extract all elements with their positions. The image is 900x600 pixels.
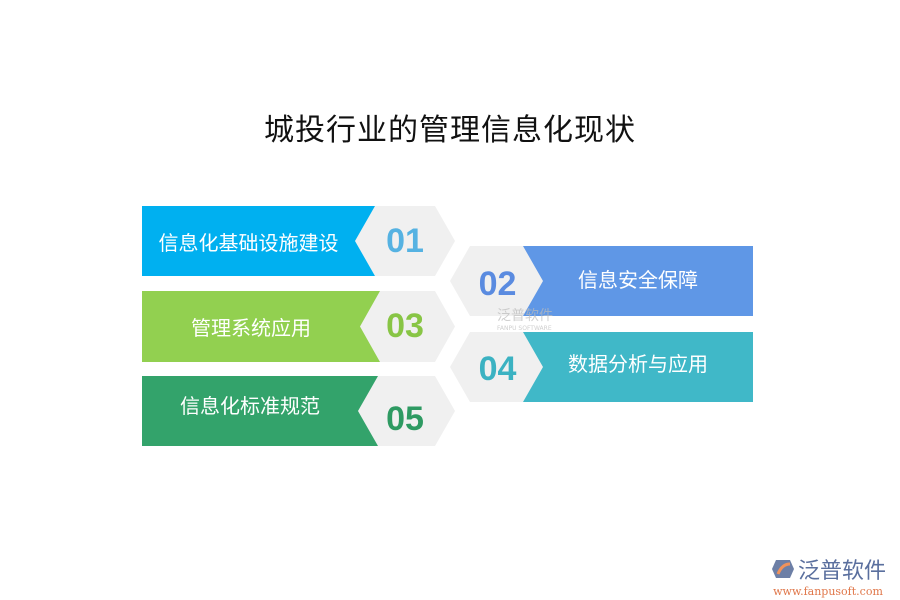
item-label-01: 信息化基础设施建设 (142, 206, 375, 276)
item-label-02: 信息安全保障 (523, 246, 753, 316)
item-number-05: 05 (355, 376, 455, 446)
item-number-02: 02 (450, 246, 545, 316)
watermark-name: 泛普软件 (497, 308, 553, 324)
logo: 泛普软件 www.fanpusoft.com (770, 553, 886, 598)
watermark: 泛普软件 FANPU SOFTWARE (497, 305, 553, 332)
page-title: 城投行业的管理信息化现状 (264, 113, 636, 148)
item-label-03: 管理系统应用 (142, 291, 380, 362)
watermark-sub: FANPU SOFTWARE (497, 325, 552, 332)
item-number-01: 01 (355, 206, 455, 276)
logo-icon (772, 560, 794, 578)
item-label-05: 信息化标准规范 (142, 376, 378, 446)
item-label-04: 数据分析与应用 (523, 332, 753, 402)
item-number-04: 04 (450, 332, 545, 402)
logo-url: www.fanpusoft.com (773, 585, 883, 598)
logo-name: 泛普软件 (798, 559, 887, 584)
